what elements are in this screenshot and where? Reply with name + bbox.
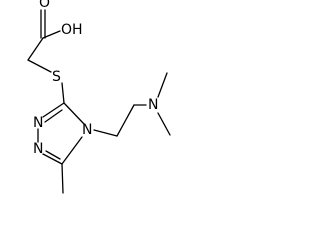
bond-n4-c5 bbox=[61, 136, 83, 165]
bond-c5-n1 bbox=[42, 153, 63, 165]
bond-n2-c3-double bbox=[44, 109, 63, 123]
bond-c5-n1-double bbox=[45, 150, 61, 160]
atom-amine-n: N bbox=[148, 97, 158, 113]
molecule-structure: OH O S N N N N bbox=[27, 0, 171, 194]
atom-ring-n4: N bbox=[82, 122, 92, 138]
bond-ch2-s bbox=[27, 59, 52, 73]
atom-sulfur: S bbox=[52, 69, 61, 85]
atom-ring-n1: N bbox=[33, 141, 43, 157]
atom-hydroxyl: OH bbox=[61, 22, 83, 38]
bond-c-ch2 bbox=[27, 37, 44, 61]
bond-c5-methyl bbox=[61, 163, 64, 194]
bond-s-c3 bbox=[61, 82, 65, 104]
bond-n-methyl-up bbox=[157, 72, 168, 98]
bond-c3-n4 bbox=[63, 102, 85, 125]
bond-c-oh bbox=[42, 30, 61, 39]
bond-n4-ch2 bbox=[93, 129, 118, 137]
atom-carbonyl-oxygen: O bbox=[39, 0, 50, 11]
bond-ch2-ch2 bbox=[116, 104, 135, 137]
atom-ring-n2: N bbox=[33, 115, 43, 131]
bond-n2-c3 bbox=[42, 102, 65, 118]
bond-n-methyl-down bbox=[157, 112, 171, 136]
